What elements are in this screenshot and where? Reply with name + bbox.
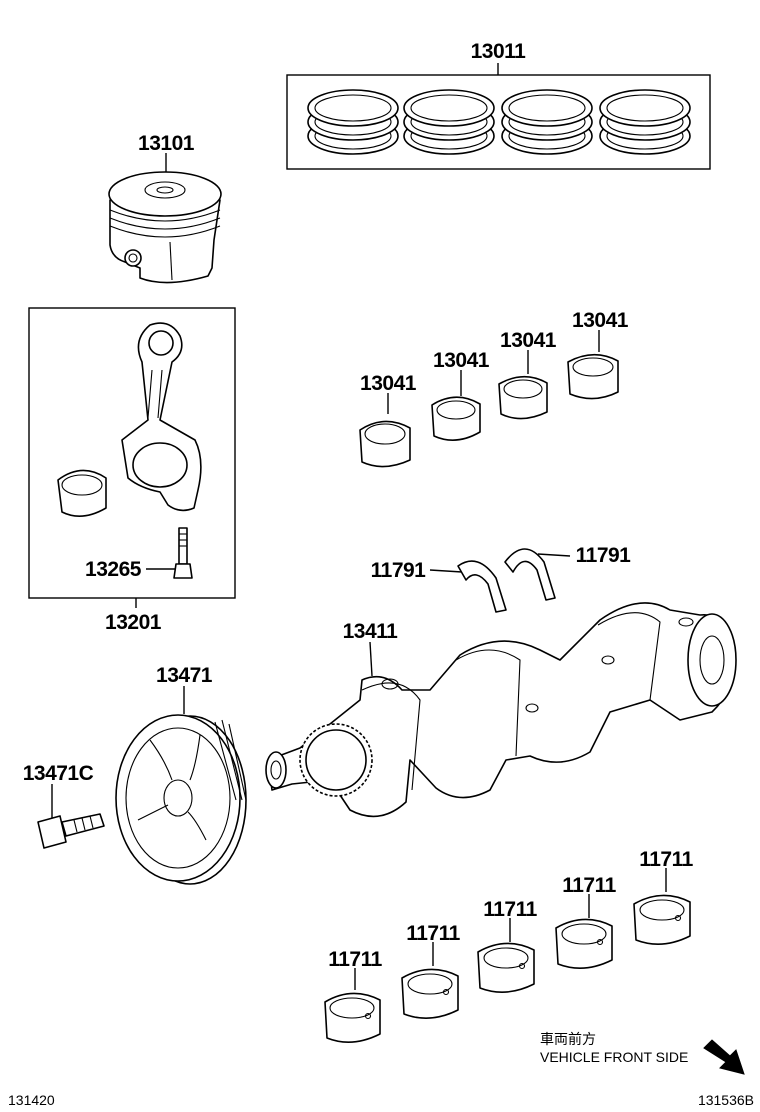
crankshaft[interactable]: 13411	[265, 602, 737, 818]
front-arrow-icon	[703, 1039, 745, 1075]
main-bearing-1[interactable]: 11711	[324, 948, 383, 1043]
connecting-rod-assy[interactable]: 13265 13201	[28, 307, 236, 634]
rod-bearing-3[interactable]: 13041	[498, 329, 557, 420]
main-bearing-4[interactable]: 11711	[555, 874, 617, 969]
vehicle-front-note: 車両前方 VEHICLE FRONT SIDE	[540, 1031, 745, 1075]
ring-stack-1	[307, 89, 399, 155]
main-bearing-3[interactable]: 11711	[477, 898, 538, 993]
piston[interactable]: 13101	[108, 132, 222, 284]
rod-bearing-2[interactable]: 13041	[431, 349, 490, 441]
label-11791-right[interactable]: 11791	[576, 544, 632, 567]
footer-left-code: 131420	[8, 1092, 55, 1108]
label-11711-d[interactable]: 11711	[562, 874, 617, 897]
rod-bearing-1[interactable]: 13041	[359, 372, 417, 468]
label-11711-b[interactable]: 11711	[406, 922, 461, 945]
label-13041-c[interactable]: 13041	[500, 329, 557, 352]
label-11791-left[interactable]: 11791	[371, 559, 427, 582]
direction-note-english: VEHICLE FRONT SIDE	[540, 1049, 688, 1065]
label-11711-a[interactable]: 11711	[328, 948, 383, 971]
piston-ring-set[interactable]: 13011	[286, 40, 711, 170]
rod-bearing-4[interactable]: 13041	[567, 309, 629, 400]
label-13411[interactable]: 13411	[343, 620, 399, 643]
main-bearing-5[interactable]: 11711	[633, 848, 694, 945]
label-13471c[interactable]: 13471C	[23, 762, 94, 785]
thrust-washer-left[interactable]: 11791	[371, 559, 507, 613]
label-13265[interactable]: 13265	[85, 558, 142, 581]
label-13041-d[interactable]: 13041	[572, 309, 629, 332]
ring-stack-2	[403, 89, 495, 155]
rod-bolt[interactable]: 13265	[85, 527, 193, 581]
label-13011[interactable]: 13011	[471, 40, 527, 63]
label-13041-a[interactable]: 13041	[360, 372, 417, 395]
label-13041-b[interactable]: 13041	[433, 349, 490, 372]
label-13101[interactable]: 13101	[138, 132, 195, 155]
thrust-washer-right[interactable]: 11791	[504, 544, 632, 601]
direction-note-japanese: 車両前方	[540, 1031, 596, 1047]
pulley-bolt[interactable]: 13471C	[23, 762, 105, 849]
ring-stack-3	[501, 89, 593, 155]
label-13201[interactable]: 13201	[105, 611, 162, 634]
crank-pulley[interactable]: 13471	[115, 664, 247, 885]
label-11711-c[interactable]: 11711	[483, 898, 538, 921]
footer-right-code: 131536B	[698, 1092, 754, 1108]
label-11711-e[interactable]: 11711	[639, 848, 694, 871]
label-13471[interactable]: 13471	[156, 664, 213, 687]
ring-stack-4	[599, 89, 691, 155]
main-bearing-2[interactable]: 11711	[401, 922, 461, 1019]
